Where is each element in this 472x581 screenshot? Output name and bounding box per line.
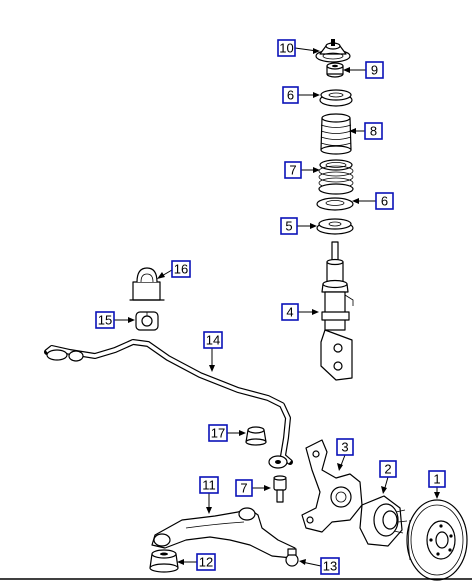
callout-label: 8 (370, 124, 377, 139)
callout-label: 11 (202, 478, 216, 493)
callout-label: 14 (206, 333, 220, 348)
upper-insulator-drawing (319, 89, 353, 107)
callout-16: 16 (171, 260, 191, 278)
callout-4: 4 (281, 303, 299, 321)
mount-bushing-drawing (326, 62, 344, 78)
callout-12: 12 (196, 553, 216, 571)
callout-label: 15 (98, 313, 112, 328)
callout-label: 12 (199, 555, 213, 570)
callout-label: 13 (323, 559, 337, 574)
lower-insulator-drawing (316, 197, 354, 211)
callout-label: 10 (279, 41, 293, 56)
callout-label: 9 (371, 63, 378, 78)
stabilizer-bushing-drawing (135, 311, 159, 331)
link-bushing-drawing (245, 426, 267, 446)
callout-label: 6 (381, 194, 388, 209)
callout-11: 11 (199, 476, 219, 494)
callout-label: 7 (289, 163, 296, 178)
callout-6-lower: 6 (375, 192, 394, 210)
callout-7-bolt: 7 (235, 479, 253, 497)
callout-10: 10 (277, 39, 296, 57)
callout-1: 1 (428, 470, 446, 488)
callout-3: 3 (336, 438, 354, 456)
lower-control-arm-drawing (151, 507, 296, 559)
stabilizer-bracket-drawing (129, 267, 165, 301)
spring-seat-drawing (316, 218, 354, 235)
callout-6-upper: 6 (282, 86, 299, 104)
steering-knuckle-drawing (301, 439, 363, 533)
callout-5: 5 (280, 217, 298, 235)
control-arm-bushing-drawing (149, 549, 179, 573)
callout-label: 6 (287, 88, 294, 103)
callout-9: 9 (365, 61, 384, 79)
callout-label: 3 (341, 440, 348, 455)
callout-7-spring: 7 (284, 161, 302, 179)
ball-joint-drawing (285, 548, 299, 567)
brake-rotor-drawing (406, 499, 468, 581)
stabilizer-bar-drawing (44, 339, 293, 469)
callout-label: 5 (285, 219, 292, 234)
callout-label: 2 (384, 462, 391, 477)
callout-label: 7 (240, 481, 247, 496)
dust-boot-drawing (320, 113, 352, 155)
hub-bearing-drawing (359, 495, 408, 547)
callout-label: 4 (286, 305, 293, 320)
bolt-drawing (273, 475, 287, 503)
coil-spring-drawing (318, 159, 354, 195)
callout-label: 16 (174, 262, 188, 277)
callout-17: 17 (208, 424, 228, 442)
callout-label: 1 (433, 472, 440, 487)
strut-assembly-drawing (320, 241, 354, 381)
strut-mount-drawing (315, 39, 351, 63)
callout-15: 15 (95, 311, 115, 329)
callout-14: 14 (203, 331, 223, 349)
callout-8: 8 (364, 122, 383, 140)
callout-13: 13 (320, 557, 340, 575)
callout-label: 17 (211, 426, 225, 441)
callout-2: 2 (379, 460, 397, 478)
leader-lines (114, 47, 440, 567)
